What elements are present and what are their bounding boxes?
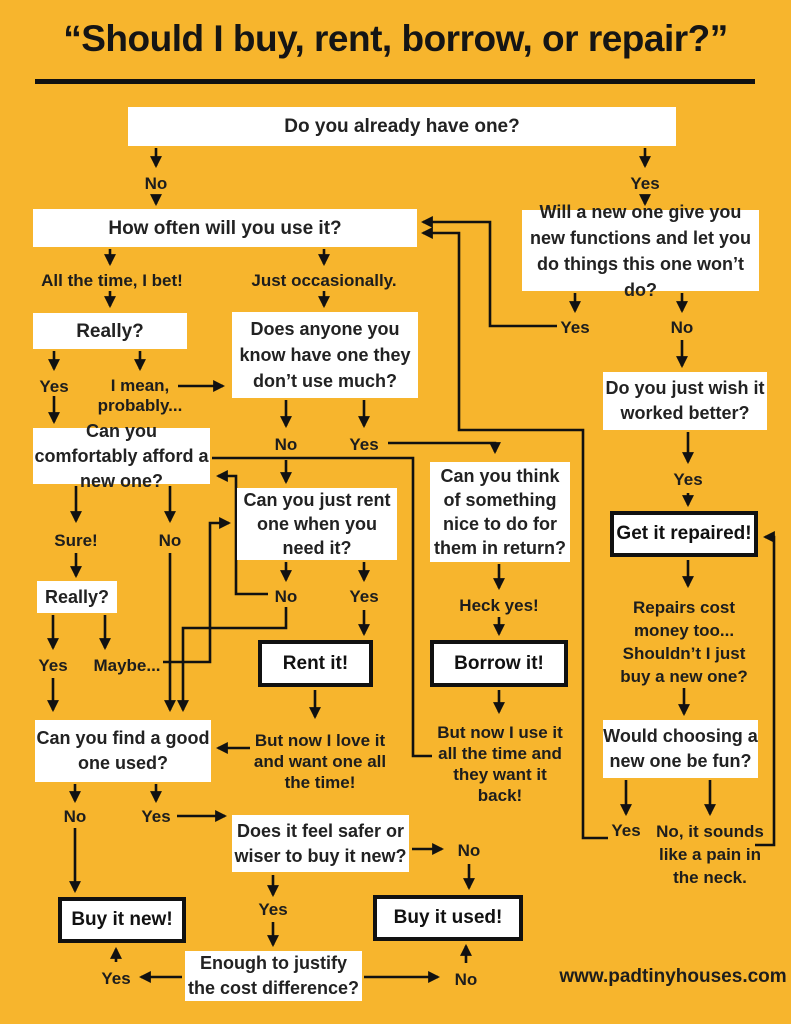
label-yes-newfunc: Yes	[560, 318, 590, 337]
label-no-used: No	[63, 807, 87, 826]
label-sure: Sure!	[54, 531, 98, 550]
label-heck-yes: Heck yes!	[459, 596, 539, 615]
node-safer-wiser-buy-new: Does it feel safer or wiser to buy it ne…	[232, 815, 409, 872]
label-yes-enough: Yes	[101, 969, 131, 988]
label-all-the-time: All the time, I bet!	[41, 271, 183, 290]
node-really-2: Really?	[37, 581, 117, 613]
node-really-1: Really?	[33, 313, 187, 349]
node-buy-it-used: Buy it used!	[373, 895, 523, 941]
node-does-anyone-have-one: Does anyone you know have one they don’t…	[232, 312, 418, 398]
node-can-you-afford-new: Can you comfortably afford a new one?	[33, 420, 210, 491]
label-no-anyone: No	[274, 435, 298, 454]
label-yes-safer: Yes	[258, 900, 288, 919]
node-something-nice-in-return: Can you think of something nice to do fo…	[430, 462, 570, 562]
node-rent-it: Rent it!	[258, 640, 373, 687]
label-yes-have: Yes	[630, 174, 660, 193]
node-can-you-rent-one: Can you just rent one when you need it?	[237, 488, 397, 560]
node-borrow-it: Borrow it!	[430, 640, 568, 687]
node-would-choosing-be-fun: Would choosing a new one be fun?	[603, 720, 758, 778]
label-no-safer: No	[457, 841, 481, 860]
node-buy-it-new: Buy it new!	[58, 897, 186, 943]
label-yes-really2: Yes	[38, 656, 68, 675]
label-no-have: No	[144, 174, 168, 193]
label-yes-anyone: Yes	[349, 435, 379, 454]
label-no-newfunc: No	[670, 318, 694, 337]
label-no-pain-in-neck: No, it sounds like a pain in the neck.	[656, 822, 764, 887]
label-yes-really1: Yes	[39, 377, 69, 396]
node-enough-to-justify: Enough to justify the cost difference?	[185, 951, 362, 1001]
label-yes-rent: Yes	[349, 587, 379, 606]
node-wish-it-worked-better: Do you just wish it worked better?	[603, 372, 767, 430]
label-repairs-cost-money: Repairs cost money too... Shouldn’t I ju…	[620, 598, 748, 686]
label-no-enough: No	[454, 970, 478, 989]
website-url: www.padtinyhouses.com	[559, 966, 787, 987]
title-underline	[35, 79, 755, 84]
node-do-you-already-have-one: Do you already have one?	[128, 107, 676, 146]
label-yes-fun: Yes	[611, 821, 641, 840]
label-no-afford: No	[158, 531, 182, 550]
page-title: “Should I buy, rent, borrow, or repair?”	[63, 18, 728, 59]
node-new-functions: Will a new one give you new functions an…	[522, 202, 759, 300]
label-but-now-i-use-it: But now I use it all the time and they w…	[437, 723, 563, 805]
label-just-occasionally: Just occasionally.	[251, 271, 397, 290]
label-yes-wish: Yes	[673, 470, 703, 489]
label-but-now-i-love-it: But now I love it and want one all the t…	[253, 731, 387, 792]
node-find-good-one-used: Can you find a good one used?	[35, 720, 211, 782]
label-yes-used: Yes	[141, 807, 171, 826]
node-get-it-repaired: Get it repaired!	[610, 511, 758, 557]
label-maybe: Maybe...	[93, 656, 161, 675]
node-how-often-will-you-use-it: How often will you use it?	[33, 209, 417, 247]
label-no-rent: No	[274, 587, 298, 606]
label-i-mean-probably: I mean, probably...	[97, 376, 183, 415]
